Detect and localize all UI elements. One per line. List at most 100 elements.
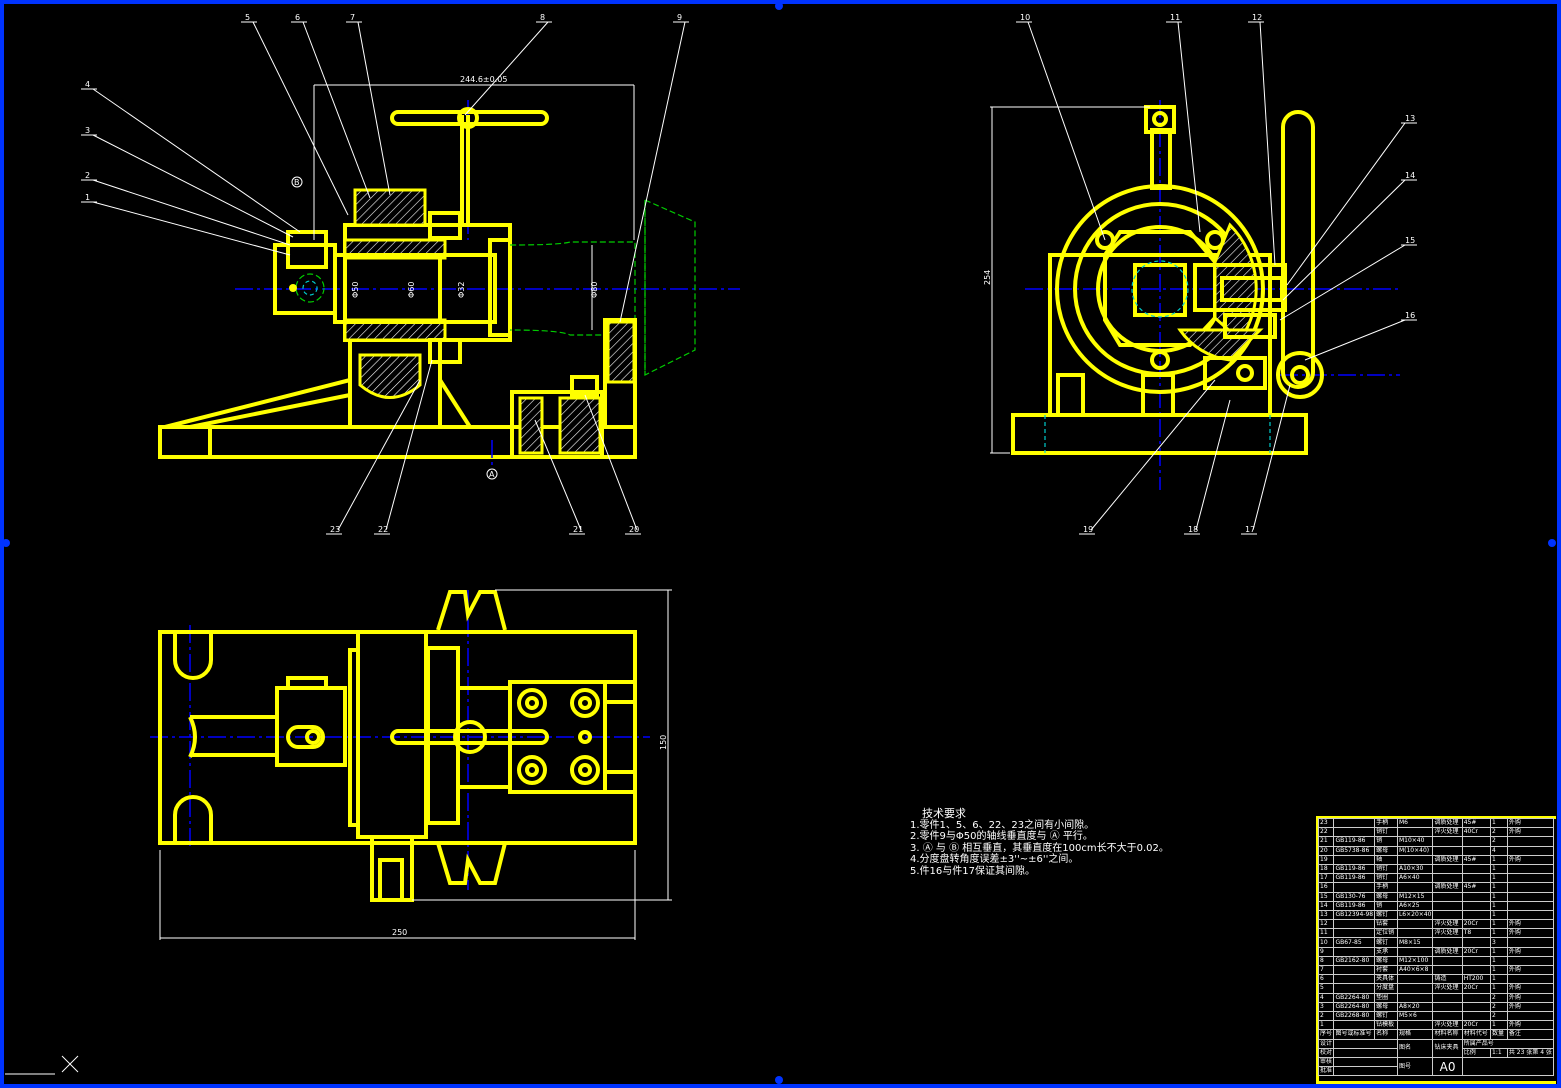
table-cell: 销钉 <box>1374 863 1398 875</box>
table-cell: 1 <box>1490 919 1508 930</box>
table-cell: 4 <box>1490 845 1508 856</box>
table-cell <box>1432 964 1463 976</box>
table-cell: 螺母 <box>1374 845 1398 856</box>
table-cell <box>1461 937 1492 948</box>
callout-leader-3 <box>92 134 294 238</box>
table-cell: A0 <box>1432 1056 1463 1077</box>
requirement-item: 1.零件1、5、6、22、23之间有小间隙。 <box>910 819 1095 831</box>
table-cell <box>1333 882 1376 893</box>
table-cell: 1 <box>1490 873 1508 884</box>
callout-leader-19 <box>1090 379 1216 531</box>
table-cell <box>1506 909 1555 921</box>
table-cell: 铸造 <box>1432 974 1463 985</box>
table-cell: 螺母 <box>1374 891 1398 902</box>
table-cell: HT200 <box>1461 974 1492 985</box>
table-cell: 1 <box>1490 817 1508 829</box>
table-cell: 3 <box>1317 1001 1335 1012</box>
table-cell <box>1506 937 1555 948</box>
dim-plan-height: 150 <box>659 735 668 750</box>
table-cell: 2 <box>1490 1001 1508 1012</box>
table-cell: 8 <box>1317 955 1335 967</box>
callout-leader-2 <box>92 179 291 246</box>
table-cell <box>1432 900 1463 911</box>
table-cell <box>1432 992 1463 1003</box>
callout-label-7: 7 <box>350 13 355 22</box>
table-cell <box>1461 1056 1555 1077</box>
callout-label-22: 22 <box>378 525 388 534</box>
table-cell: 设计 <box>1317 1038 1335 1049</box>
dim-right-height: 254 <box>983 270 992 285</box>
callout-label-2: 2 <box>85 171 90 180</box>
table-cell: 分度盘 <box>1374 983 1398 994</box>
requirement-item: 4.分度盘转角度误差±3''~±6''之间。 <box>910 854 1079 865</box>
table-cell: 2 <box>1490 836 1508 847</box>
table-cell: M5×6 <box>1396 1010 1434 1022</box>
table-cell: 图号 <box>1396 1056 1434 1077</box>
table-cell: A8×20 <box>1396 1001 1434 1012</box>
table-cell: 淬火处理 <box>1432 919 1463 930</box>
callout-leader-22 <box>385 359 433 531</box>
table-header-row: 序号图号或标准号名称规格材料名称材料代号数量备注 <box>1317 1029 1555 1040</box>
dim-top-width: 244.6±0.05 <box>460 75 507 84</box>
table-cell <box>1333 1056 1398 1068</box>
table-cell: A10×30 <box>1396 863 1434 875</box>
table-cell: L6×20×40 <box>1396 909 1434 921</box>
table-cell: 1 <box>1490 1020 1508 1031</box>
table-cell: 备注 <box>1506 1029 1555 1040</box>
table-cell: 外购 <box>1506 983 1555 994</box>
table-cell: 共 23 张第 4 张 <box>1506 1047 1555 1058</box>
table-cell: T8 <box>1461 928 1492 939</box>
table-cell <box>1432 955 1463 967</box>
table-cell: 支承 <box>1374 946 1398 957</box>
table-cell: 15 <box>1317 891 1335 902</box>
callout-leader-6 <box>302 21 371 199</box>
callout-label-3: 3 <box>85 126 90 135</box>
callout-label-19: 19 <box>1083 525 1093 534</box>
table-cell: 外购 <box>1506 817 1555 829</box>
table-cell: 外购 <box>1506 1020 1555 1031</box>
table-cell <box>1432 873 1463 884</box>
table-cell <box>1461 909 1492 921</box>
table-cell: 定位销 <box>1374 928 1398 939</box>
table-cell: 图名 <box>1396 1038 1434 1058</box>
table-cell <box>1396 946 1434 957</box>
callout-label-8: 8 <box>540 13 545 22</box>
table-cell: A6×40 <box>1396 873 1434 884</box>
table-cell: 螺钉 <box>1374 937 1398 948</box>
table-cell: 14 <box>1317 900 1335 911</box>
table-cell <box>1333 974 1376 985</box>
table-cell: 20Cr <box>1461 919 1492 930</box>
table-cell: 批准 <box>1317 1066 1335 1077</box>
callout-label-18: 18 <box>1188 525 1198 534</box>
table-cell: 销钉 <box>1374 873 1398 884</box>
table-cell <box>1333 946 1376 957</box>
table-cell <box>1396 854 1434 865</box>
table-cell: 淬火处理 <box>1432 827 1463 838</box>
table-cell: 1 <box>1490 891 1508 902</box>
table-cell <box>1432 1001 1463 1012</box>
table-cell <box>1432 845 1463 856</box>
table-cell: 2 <box>1490 827 1508 838</box>
table-cell <box>1461 891 1492 902</box>
dim-d1: Φ50 <box>351 282 360 298</box>
dim-d2: Φ32 <box>457 282 466 298</box>
table-cell: 名称 <box>1374 1029 1398 1040</box>
table-cell: M(10×40) <box>1396 845 1434 856</box>
callout-label-13: 13 <box>1405 114 1415 123</box>
table-cell <box>1333 817 1376 829</box>
callout-label-23: 23 <box>330 525 340 534</box>
table-cell: 数量 <box>1490 1029 1508 1040</box>
callout-leader-11 <box>1177 21 1201 233</box>
table-cell: 1 <box>1490 854 1508 865</box>
table-cell: 18 <box>1317 863 1335 875</box>
table-cell: 图号或标准号 <box>1333 1029 1376 1040</box>
callout-leader-7 <box>357 21 391 196</box>
